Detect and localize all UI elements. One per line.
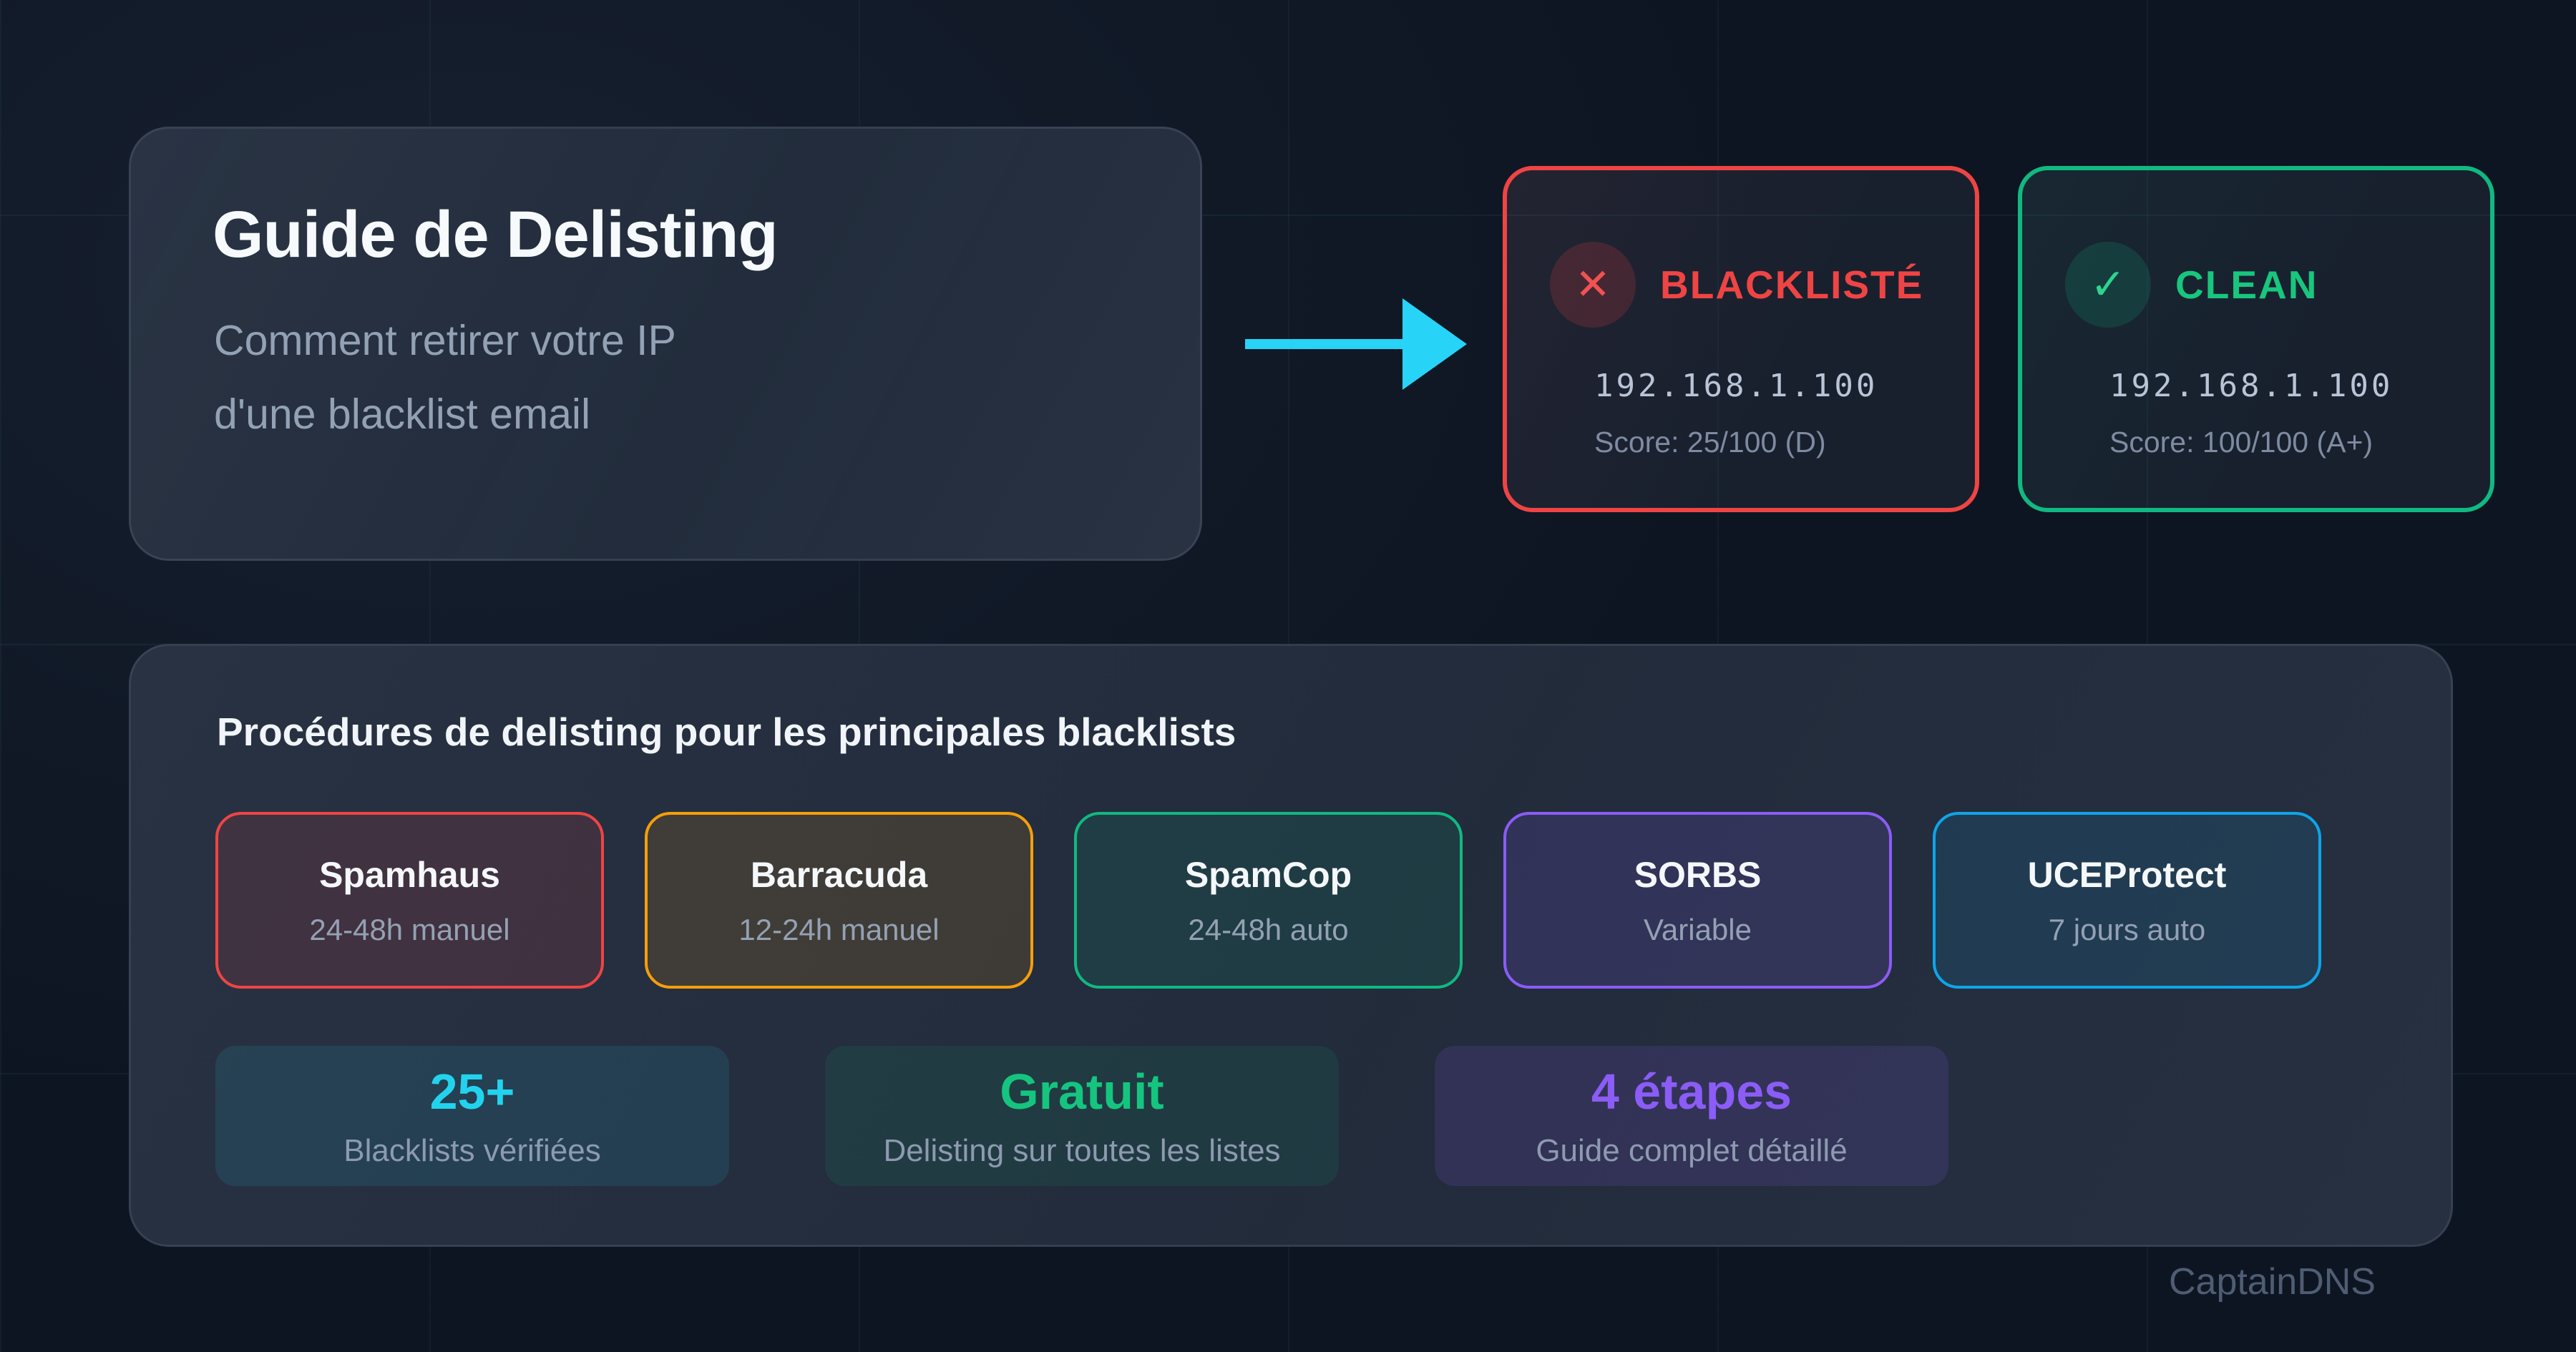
stat-free: Gratuit Delisting sur toutes les listes: [825, 1046, 1339, 1186]
blacklist-chip-uceprotect: UCEProtect 7 jours auto: [1933, 812, 2321, 989]
stat-blacklists-count: 25+ Blacklists vérifiées: [215, 1046, 729, 1186]
blacklisted-ip: 192.168.1.100: [1594, 368, 1878, 404]
blacklisted-header: ✕ BLACKLISTÉ: [1550, 242, 1975, 328]
clean-card: ✓ CLEAN 192.168.1.100 Score: 100/100 (A+…: [2018, 166, 2494, 512]
procedures-heading: Procédures de delisting pour les princip…: [217, 710, 1236, 754]
stat-label: Delisting sur toutes les listes: [883, 1133, 1281, 1168]
blacklist-name: UCEProtect: [2027, 854, 2227, 895]
blacklist-chips-row: Spamhaus 24-48h manuel Barracuda 12-24h …: [215, 812, 2451, 989]
procedures-panel: Procédures de delisting pour les princip…: [129, 644, 2453, 1247]
stat-label: Blacklists vérifiées: [343, 1133, 601, 1168]
blacklist-chip-spamhaus: Spamhaus 24-48h manuel: [215, 812, 604, 989]
check-icon: ✓: [2065, 242, 2151, 328]
hero-subtitle: Comment retirer votre IP d'une blacklist…: [214, 304, 1200, 452]
stat-value: Gratuit: [1000, 1064, 1164, 1120]
blacklist-delay: 24-48h manuel: [309, 912, 510, 946]
check-icon-glyph: ✓: [2089, 260, 2127, 308]
blacklisted-card: ✕ BLACKLISTÉ 192.168.1.100 Score: 25/100…: [1503, 166, 1979, 512]
blacklisted-label: BLACKLISTÉ: [1660, 263, 1924, 307]
hero-card: Guide de Delisting Comment retirer votre…: [129, 127, 1202, 561]
stats-row: 25+ Blacklists vérifiées Gratuit Delisti…: [215, 1046, 2451, 1186]
blacklist-chip-sorbs: SORBS Variable: [1503, 812, 1892, 989]
blacklist-delay: Variable: [1644, 912, 1752, 946]
blacklist-name: Barracuda: [750, 854, 928, 895]
clean-ip: 192.168.1.100: [2109, 368, 2394, 404]
x-icon-glyph: ✕: [1574, 260, 1611, 308]
blacklist-chip-barracuda: Barracuda 12-24h manuel: [645, 812, 1033, 989]
stat-value: 4 étapes: [1591, 1064, 1792, 1120]
blacklist-delay: 24-48h auto: [1188, 912, 1349, 946]
flow-arrow-icon: [1245, 298, 1467, 390]
clean-score: Score: 100/100 (A+): [2109, 426, 2373, 459]
brand-watermark: CaptainDNS: [2168, 1261, 2376, 1303]
blacklist-delay: 12-24h manuel: [738, 912, 940, 946]
blacklist-name: SORBS: [1634, 854, 1762, 895]
clean-header: ✓ CLEAN: [2065, 242, 2490, 328]
blacklist-delay: 7 jours auto: [2048, 912, 2206, 946]
stat-value: 25+: [429, 1064, 515, 1120]
hero-subtitle-line2: d'une blacklist email: [214, 391, 591, 439]
blacklist-name: Spamhaus: [319, 854, 500, 895]
blacklisted-score: Score: 25/100 (D): [1594, 426, 1826, 459]
x-icon: ✕: [1550, 242, 1636, 328]
blacklist-chip-spamcop: SpamCop 24-48h auto: [1074, 812, 1463, 989]
clean-label: CLEAN: [2175, 263, 2318, 307]
page-title: Guide de Delisting: [213, 198, 779, 271]
blacklist-name: SpamCop: [1184, 854, 1352, 895]
hero-subtitle-line1: Comment retirer votre IP: [214, 317, 676, 364]
stat-label: Guide complet détaillé: [1536, 1133, 1848, 1168]
stat-steps: 4 étapes Guide complet détaillé: [1435, 1046, 1948, 1186]
